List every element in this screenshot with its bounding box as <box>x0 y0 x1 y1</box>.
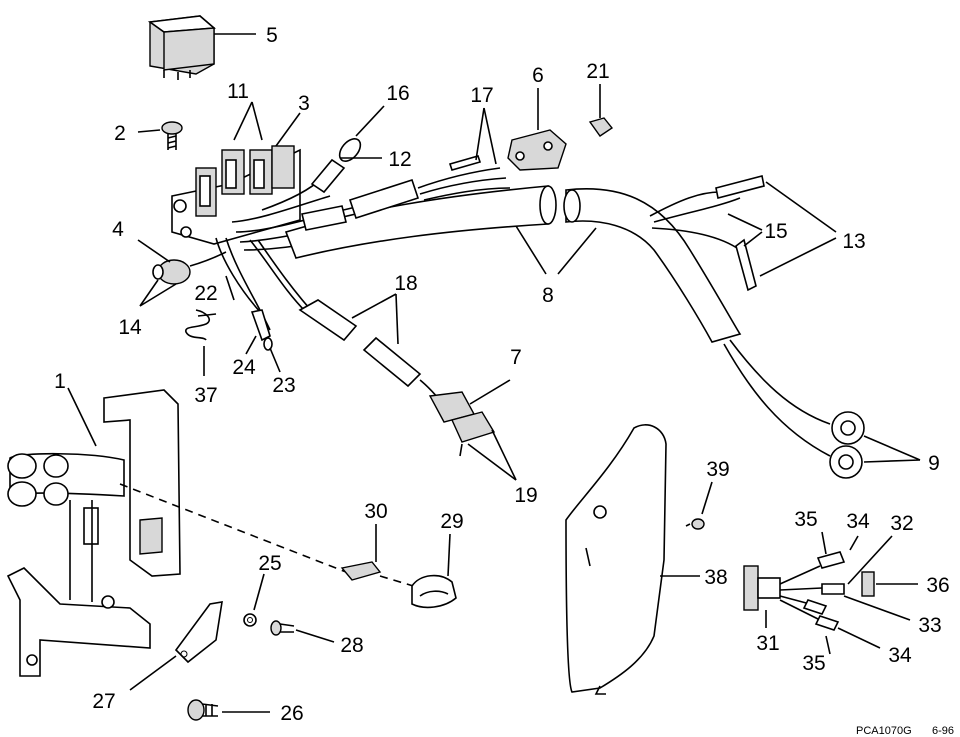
callout-23: 23 <box>272 374 295 397</box>
callout-24: 24 <box>232 356 256 379</box>
callout-13: 13 <box>842 230 865 253</box>
screw-28-part <box>270 620 335 643</box>
connector-6-part <box>507 88 567 171</box>
callout-18: 18 <box>394 272 417 295</box>
callout-4: 4 <box>112 218 124 241</box>
bracket-assembly-1 <box>6 387 421 677</box>
callout-12: 12 <box>388 148 411 171</box>
callout-14: 14 <box>118 316 142 339</box>
sensor-part-4 <box>137 239 227 307</box>
terminals-23-24 <box>225 275 281 373</box>
callout-37: 37 <box>194 384 217 407</box>
relay-part <box>147 15 256 80</box>
callout-1: 1 <box>54 370 66 393</box>
sleeves-18-connector-7 <box>298 293 517 481</box>
callout-6: 6 <box>532 64 544 87</box>
callout-3: 3 <box>298 92 310 115</box>
callout-32: 32 <box>890 512 913 535</box>
callout-26: 26 <box>280 702 303 725</box>
sleeves-17 <box>301 107 511 231</box>
clip-37-part <box>185 309 217 376</box>
part-29 <box>411 533 457 609</box>
nut-25-part <box>243 573 265 627</box>
ring-terminals-9 <box>723 339 921 479</box>
callout-22: 22 <box>194 282 217 305</box>
callout-36: 36 <box>926 574 949 597</box>
terminal-block-part <box>171 101 301 245</box>
callout-8: 8 <box>542 284 554 307</box>
callout-5: 5 <box>266 24 278 47</box>
clip-21-part <box>588 84 614 137</box>
cover-plate-38 <box>565 424 700 695</box>
callout-27: 27 <box>92 690 115 713</box>
callout-38: 38 <box>704 566 727 589</box>
callout-7: 7 <box>510 346 522 369</box>
callout-19: 19 <box>514 484 537 507</box>
callout-9: 9 <box>928 452 940 475</box>
callout-33: 33 <box>918 614 941 637</box>
callout-29: 29 <box>440 510 463 533</box>
callout-39: 39 <box>706 458 729 481</box>
callout-34-bottom: 34 <box>888 644 912 667</box>
callout-17: 17 <box>470 84 493 107</box>
figure-date: 6-96 <box>932 725 954 737</box>
callout-labels: 1 2 3 4 5 6 7 8 9 11 12 13 14 15 16 17 1… <box>54 24 950 725</box>
terminal-16-part <box>310 105 385 194</box>
callout-15: 15 <box>764 220 787 243</box>
part-30 <box>340 524 382 581</box>
callout-28: 28 <box>340 634 363 657</box>
wires-13-15 <box>649 175 837 292</box>
callout-16: 16 <box>386 82 409 105</box>
callout-35-bottom: 35 <box>802 652 825 675</box>
callout-21: 21 <box>586 60 609 83</box>
screw-26-part <box>187 699 270 721</box>
callout-35-top: 35 <box>794 508 817 531</box>
callout-25: 25 <box>258 552 281 575</box>
main-harness-tube <box>284 185 742 343</box>
screw-39-part <box>685 481 713 530</box>
screw-part-2 <box>137 121 183 150</box>
callout-30: 30 <box>364 500 387 523</box>
callout-2: 2 <box>114 122 126 145</box>
callout-34-top: 34 <box>846 510 870 533</box>
callout-11: 11 <box>227 80 249 103</box>
callout-31: 31 <box>756 632 779 655</box>
figure-code: PCA1070G <box>856 725 912 737</box>
bracket-27-part <box>129 601 223 691</box>
connector-31-part <box>743 531 918 655</box>
